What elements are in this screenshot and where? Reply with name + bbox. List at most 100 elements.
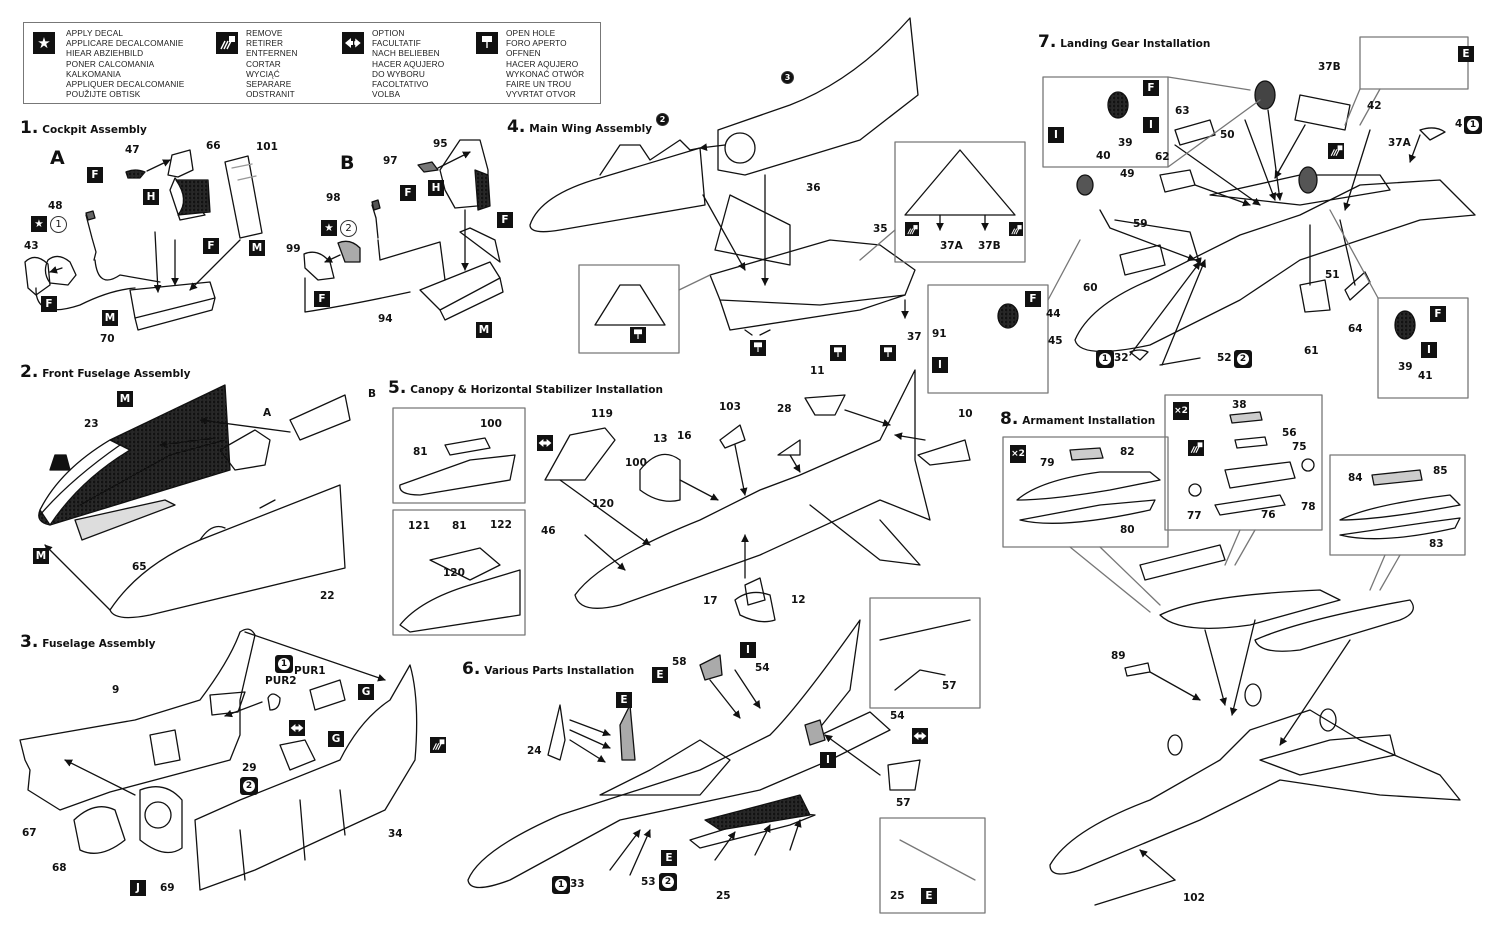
legend-line: HIEAR ABZIEHBILD: [66, 48, 144, 59]
color-chip-f: F: [497, 212, 513, 228]
part-label: 100: [480, 418, 502, 430]
step-title-text: Fuselage Assembly: [42, 638, 156, 650]
step1-variant-b-drawing: [303, 139, 504, 321]
part-label: 122: [490, 519, 512, 531]
step-number: 5.: [388, 378, 407, 398]
legend-line: REMOVE: [246, 28, 283, 38]
paint-number-badge: 1: [1096, 350, 1114, 368]
color-chip-m: M: [117, 391, 133, 407]
option-icon: [342, 32, 364, 54]
part-label: 101: [256, 141, 278, 153]
legend-line: ODSTRANIT: [246, 89, 295, 100]
part-label: 34: [388, 828, 403, 840]
legend-line: OPEN HOLE: [506, 28, 556, 38]
legend-remove: REMOVE RETIRER ENTFERNEN CORTAR WYCIĄĆ S…: [246, 28, 298, 99]
part-label: 58: [672, 656, 687, 668]
part-label: 102: [1183, 892, 1205, 904]
remove-icon: [905, 222, 919, 236]
part-label: 25: [716, 890, 731, 902]
badge-number: 2: [243, 780, 255, 792]
option-icon: [537, 435, 553, 451]
part-label: 76: [1261, 509, 1276, 521]
step4-detail-box: [578, 264, 680, 354]
step2-drawing: [38, 384, 351, 619]
badge-number: 2: [662, 876, 674, 888]
color-chip-f: F: [314, 291, 330, 307]
step-title-text: Cockpit Assembly: [42, 124, 147, 136]
part-label: 91: [932, 328, 947, 340]
step-3-title: 3.Fuselage Assembly: [20, 632, 155, 652]
open-hole-icon: [750, 340, 766, 356]
option-icon: [289, 720, 305, 736]
step-number: 1.: [20, 118, 39, 138]
star-icon: ★: [33, 32, 55, 54]
color-chip-j: J: [130, 880, 146, 896]
step3-drawing: [19, 628, 418, 891]
part-label: 51: [1325, 269, 1340, 281]
quantity-badge: ×2: [1173, 402, 1189, 420]
color-chip-i: I: [932, 357, 948, 373]
legend-line: POUŽIJTE OBTISK: [66, 89, 141, 100]
part-label: 94: [378, 313, 393, 325]
color-chip-m: M: [476, 322, 492, 338]
part-label: 80: [1120, 524, 1135, 536]
legend-line: SEPARARE: [246, 79, 292, 90]
remove-icon: [1328, 143, 1344, 159]
step-number: 6.: [462, 659, 481, 679]
part-label: 84: [1348, 472, 1363, 484]
part-label: 57: [896, 797, 911, 809]
part-label: 25: [890, 890, 905, 902]
color-chip-h: H: [143, 189, 159, 205]
step-title-text: Front Fuselage Assembly: [42, 368, 191, 380]
legend-line: VYVRTAT OTVOR: [506, 89, 576, 100]
legend-line: VOLBA: [372, 89, 401, 100]
part-label: 95: [433, 138, 448, 150]
open-hole-icon: [830, 345, 846, 361]
part-label: 24: [527, 745, 542, 757]
part-label: 9: [112, 684, 120, 696]
part-label: 77: [1187, 510, 1202, 522]
part-label: 81: [452, 520, 467, 532]
part-label: 17: [703, 595, 718, 607]
legend-option: OPTION FACULTATIF NACH BELIEBEN HACER AQ…: [372, 28, 444, 99]
part-label: 81: [413, 446, 428, 458]
part-label: 35: [873, 223, 888, 235]
step-title-text: Landing Gear Installation: [1060, 38, 1211, 50]
legend-line: NACH BELIEBEN: [372, 48, 440, 59]
badge-number: 1: [1467, 119, 1479, 131]
color-chip-e: E: [661, 850, 677, 866]
part-label: 49: [1120, 168, 1135, 180]
color-chip-g: G: [328, 731, 344, 747]
weight-icon: [49, 454, 71, 471]
legend-line: PONER CALCOMANIA: [66, 58, 155, 69]
legend-line: FORO APERTO: [506, 38, 567, 49]
part-label: 13: [653, 433, 668, 445]
part-label: 16: [677, 430, 692, 442]
legend-line: KALKOMANIA: [66, 68, 121, 79]
part-label: 100: [625, 457, 647, 469]
remove-icon: [1009, 222, 1023, 236]
open-hole-icon: [880, 345, 896, 361]
step-6-title: 6.Various Parts Installation: [462, 659, 634, 679]
step-8-title: 8.Armament Installation: [1000, 409, 1155, 429]
quantity-badge: ×2: [1010, 445, 1026, 463]
part-label: 28: [777, 403, 792, 415]
part-label: 57: [942, 680, 957, 692]
open-hole-icon: [476, 32, 498, 54]
part-label: 60: [1083, 282, 1098, 294]
part-label: 99: [286, 243, 301, 255]
step1-variant-a-drawing: [24, 149, 263, 331]
option-icon: [912, 728, 928, 744]
part-label: 43: [24, 240, 39, 252]
color-chip-e: E: [652, 667, 668, 683]
part-label: 32: [1114, 352, 1129, 364]
color-chip-i: I: [1048, 127, 1064, 143]
part-label: A: [263, 407, 272, 419]
part-label: 33: [570, 878, 585, 890]
part-label: 82: [1120, 446, 1135, 458]
legend-line: CORTAR: [246, 58, 281, 69]
legend-line: DO WYBORU: [372, 68, 425, 79]
part-label: 40: [1096, 150, 1111, 162]
step-marker: 3: [781, 71, 794, 84]
